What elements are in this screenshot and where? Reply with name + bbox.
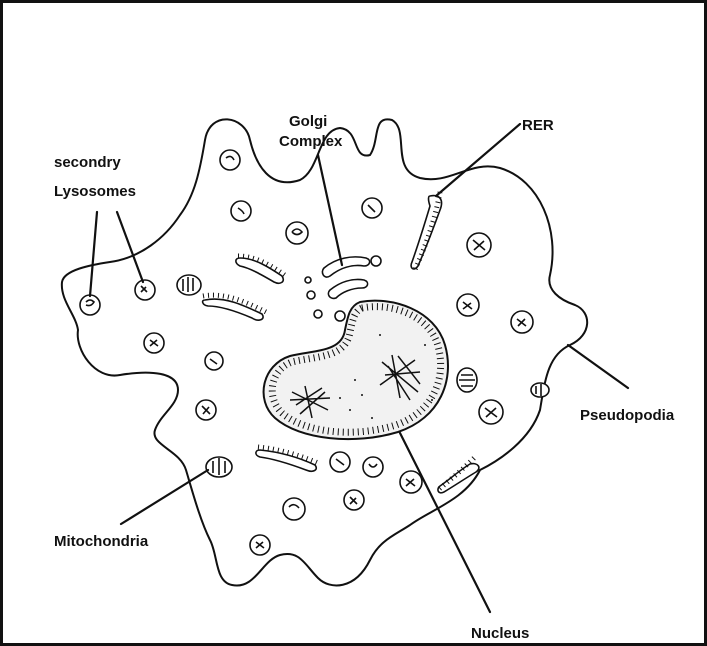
lysosome: [467, 233, 491, 257]
lysosome: [220, 150, 240, 170]
lysosome: [363, 457, 383, 477]
label-secondary-line1: secondry: [54, 154, 121, 171]
lysosome: [286, 222, 308, 244]
lysosome: [231, 201, 251, 221]
label-secondary-line2: Lysosomes: [54, 183, 136, 200]
lysosome: [283, 498, 305, 520]
label-pseudopodia: Pseudopodia: [580, 407, 675, 424]
label-golgi-line2: Complex: [279, 133, 343, 150]
lysosome: [196, 400, 216, 420]
lysosome: [511, 311, 533, 333]
mitochondrion: [177, 275, 201, 295]
label-rer: RER: [522, 117, 554, 134]
lysosome: [250, 535, 270, 555]
lysosome: [205, 352, 223, 370]
lysosome: [344, 490, 364, 510]
lysosome: [135, 280, 155, 300]
mitochondrion: [457, 368, 477, 392]
mitochondrion: [531, 383, 549, 397]
leader-pseudopodia: [568, 345, 628, 388]
label-mitochondria: Mitochondria: [54, 533, 149, 550]
lysosome: [400, 471, 422, 493]
label-golgi-line1: Golgi: [289, 113, 327, 130]
lysosome: [457, 294, 479, 316]
lysosome: [80, 295, 100, 315]
lysosome: [362, 198, 382, 218]
lysosome: [330, 452, 350, 472]
mitochondrion: [206, 457, 232, 477]
label-nucleus: Nucleus: [471, 625, 529, 642]
lysosome: [479, 400, 503, 424]
lysosome: [144, 333, 164, 353]
